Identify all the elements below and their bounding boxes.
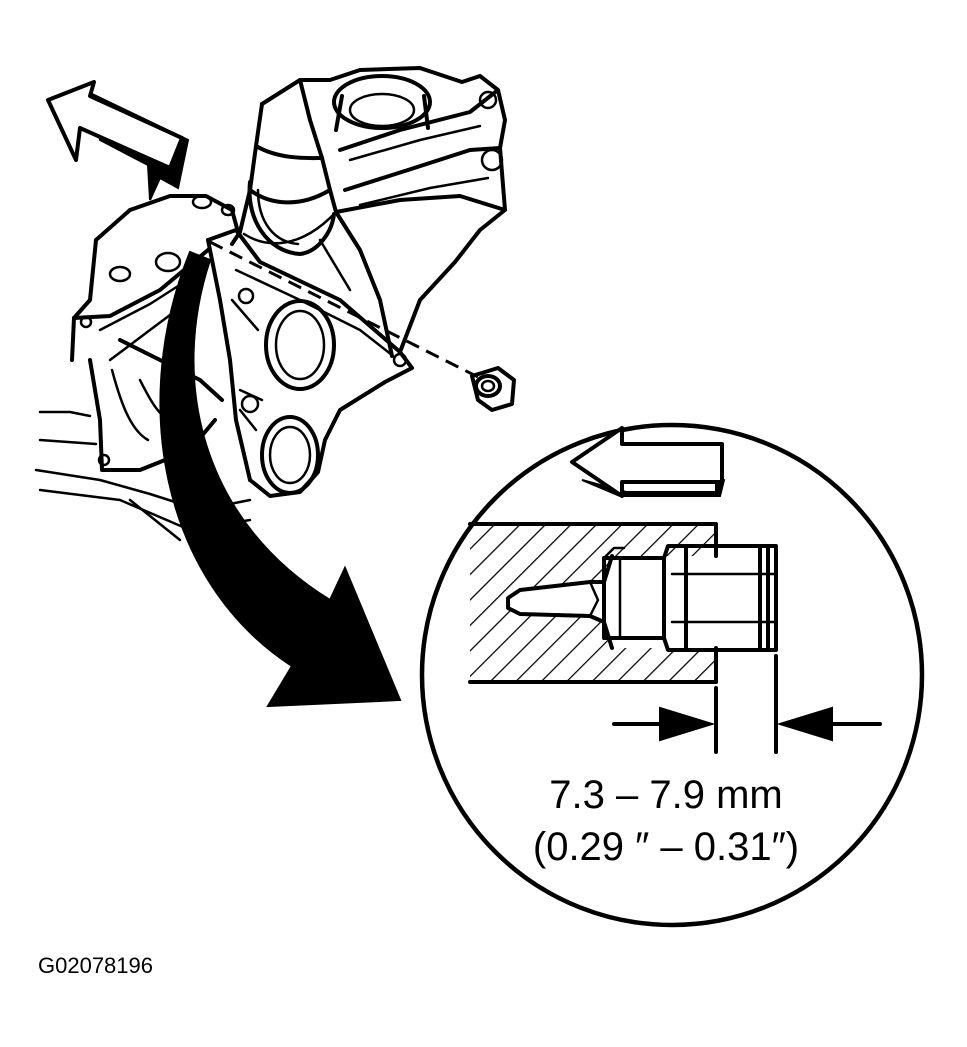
dimension-metric-label: 7.3 – 7.9 mm bbox=[549, 773, 782, 817]
arrow-left-icon bbox=[776, 706, 882, 742]
plug-sectioned bbox=[602, 544, 778, 652]
plug-part bbox=[470, 366, 516, 412]
engine-block-housing bbox=[34, 66, 507, 542]
figure-code-label: G02078196 bbox=[38, 953, 153, 978]
hollow-arrow-left-icon bbox=[570, 426, 726, 498]
detail-magnifier-circle: 7.3 – 7.9 mm (0.29 ″ – 0.31″) bbox=[419, 422, 925, 928]
curved-callout-arrow-icon bbox=[159, 250, 402, 708]
hollow-arrow-left-icon bbox=[46, 80, 190, 201]
dimension-imperial-label: (0.29 ″ – 0.31″) bbox=[533, 825, 799, 869]
arrow-right-icon bbox=[612, 706, 716, 742]
